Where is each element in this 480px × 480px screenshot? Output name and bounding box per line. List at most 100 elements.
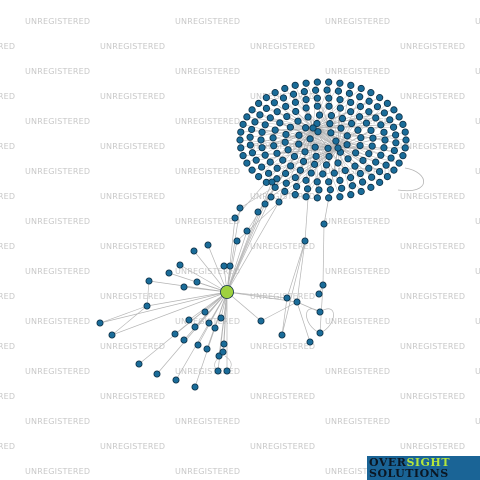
graph-node: [261, 200, 269, 208]
cluster-node: [369, 134, 377, 142]
cluster-hub-node: [309, 124, 317, 132]
cluster-node: [295, 131, 303, 139]
graph-node: [193, 278, 201, 286]
cluster-node: [302, 176, 310, 184]
cluster-node: [313, 178, 321, 186]
cluster-node: [343, 141, 351, 149]
graph-node: [236, 204, 244, 212]
graph-node: [320, 220, 328, 228]
graph-edge: [312, 124, 381, 129]
graph-edge: [239, 147, 339, 209]
graph-edge: [226, 181, 273, 293]
cluster-node: [383, 173, 391, 181]
watermark-text: UNREGISTERED: [400, 42, 465, 51]
graph-edge: [111, 291, 228, 336]
cluster-node: [395, 113, 403, 121]
cluster-node: [271, 126, 279, 134]
node-layer: [96, 78, 410, 391]
graph-edge: [281, 297, 288, 336]
cluster-node: [330, 169, 338, 177]
watermark-text: UNREGISTERED: [250, 192, 315, 201]
cluster-node: [325, 102, 333, 110]
watermark-text: UNREGISTERED: [0, 292, 15, 301]
cluster-node: [311, 143, 319, 151]
watermark-text: UNREGISTERED: [25, 467, 90, 476]
cluster-node: [310, 160, 319, 168]
watermark-text: UNREGISTERED: [175, 67, 240, 76]
cluster-node: [271, 183, 279, 191]
cluster-node: [347, 191, 355, 199]
graph-edge: [296, 240, 306, 303]
cluster-node: [248, 125, 256, 134]
cluster-node: [291, 173, 299, 182]
watermark-text: UNREGISTERED: [250, 442, 315, 451]
graph-edge: [306, 308, 321, 334]
watermark-text: UNREGISTERED: [0, 142, 15, 151]
cluster-node: [282, 130, 290, 139]
cluster-node: [387, 154, 395, 162]
graph-node: [278, 331, 286, 339]
watermark-text: UNREGISTERED: [475, 117, 480, 126]
watermark-text: UNREGISTERED: [475, 167, 480, 176]
cluster-node: [319, 170, 327, 178]
graph-edge: [138, 291, 228, 365]
watermark-text: UNREGISTERED: [400, 442, 465, 451]
graph-node: [190, 247, 198, 255]
graph-node: [145, 277, 153, 285]
cluster-node: [336, 176, 344, 185]
cluster-node: [273, 164, 281, 172]
graph-edge: [317, 131, 339, 149]
cluster-node: [367, 89, 375, 97]
cluster-node: [368, 173, 376, 181]
cluster-node: [380, 109, 388, 117]
graph-node: [268, 178, 276, 186]
watermark-text: UNREGISTERED: [25, 317, 90, 326]
cluster-node: [313, 194, 321, 202]
cluster-node: [345, 89, 353, 97]
cluster-node: [338, 184, 346, 192]
cluster-node: [252, 156, 260, 164]
watermark-text: UNREGISTERED: [175, 467, 240, 476]
cluster-node: [246, 141, 254, 149]
watermark-text: UNREGISTERED: [0, 42, 15, 51]
cluster-node: [357, 187, 365, 196]
cluster-node: [347, 98, 355, 107]
cluster-node: [266, 114, 274, 122]
cluster-node: [315, 186, 323, 194]
graph-node: [176, 261, 184, 269]
watermark-text: UNREGISTERED: [250, 292, 315, 301]
graph-edge: [286, 240, 306, 299]
graph-edge: [319, 308, 334, 334]
graph-edge: [99, 291, 228, 324]
cluster-node: [326, 120, 334, 128]
cluster-node: [381, 136, 389, 144]
cluster-node: [392, 139, 400, 147]
watermark-text: UNREGISTERED: [250, 392, 315, 401]
cluster-node: [255, 99, 263, 107]
watermark-text: UNREGISTERED: [100, 92, 165, 101]
watermark-text: UNREGISTERED: [175, 267, 240, 276]
graph-edge: [281, 240, 306, 336]
graph-node: [275, 198, 283, 206]
cluster-node: [389, 123, 398, 131]
watermark-text: UNREGISTERED: [475, 267, 480, 276]
watermark-text: UNREGISTERED: [400, 92, 465, 101]
cluster-node: [382, 161, 390, 169]
cluster-node: [377, 121, 385, 129]
cluster-hub-node: [334, 144, 342, 152]
cluster-node: [392, 131, 400, 139]
cluster-node: [273, 175, 281, 183]
graph-node: [223, 367, 231, 375]
watermark-text: UNREGISTERED: [100, 142, 165, 151]
graph-node: [293, 298, 301, 306]
cluster-node: [325, 194, 333, 202]
cluster-node: [266, 158, 274, 166]
watermark-text: UNREGISTERED: [25, 217, 90, 226]
graph-node: [171, 330, 179, 338]
focus-node: [220, 285, 234, 299]
cluster-node: [287, 162, 295, 170]
watermark-text: UNREGISTERED: [475, 367, 480, 376]
logo-text-sight: SIGHT: [406, 456, 451, 469]
cluster-node: [356, 93, 364, 101]
cluster-node: [336, 96, 344, 104]
